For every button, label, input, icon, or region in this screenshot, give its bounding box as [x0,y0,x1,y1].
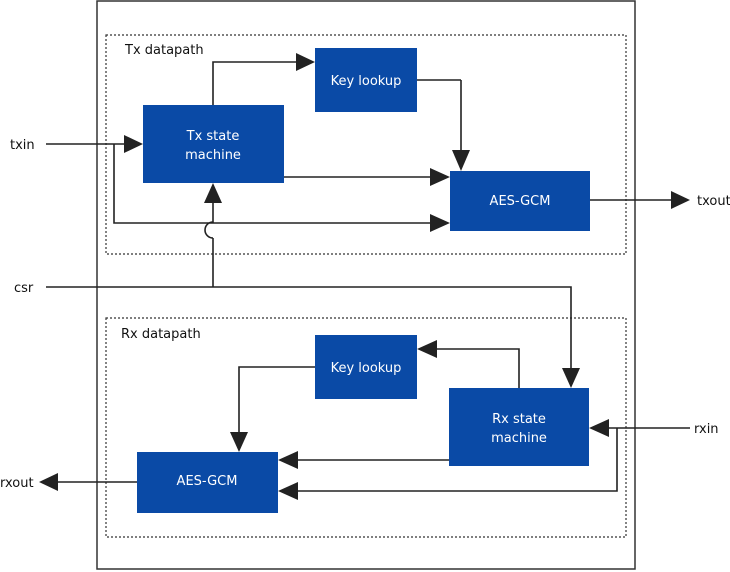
arrow-rx-sm-to-key [417,340,437,358]
arrow-rxin-bypass [278,482,298,500]
rx-state-machine-block: Rx state machine [449,388,589,466]
rx-datapath-title: Rx datapath [121,327,201,342]
wire-csr-hop [204,203,214,239]
arrow-tx-key-to-aes [452,150,470,171]
arrow-rx-sm-to-aes [278,451,298,469]
svg-text:AES-GCM: AES-GCM [490,194,551,209]
arrow-txin-bypass [430,214,450,232]
wire-tx-sm-to-key [212,61,296,105]
wire-rxin-bypass [298,428,618,492]
arrow-rxin [589,419,609,437]
wire-rx-key-to-aes [238,366,315,432]
port-txout-label: txout [697,194,730,209]
wire-txin-bypass [113,144,430,224]
port-rxin-label: rxin [694,422,719,437]
svg-text:Key lookup: Key lookup [331,74,402,89]
port-csr-label: csr [14,281,34,296]
svg-text:Tx state: Tx state [186,129,240,144]
rx-aes-gcm-block: AES-GCM [137,452,278,513]
tx-state-machine-block: Tx state machine [143,105,284,183]
arrow-rx-key-to-aes [230,432,248,452]
tx-key-lookup-block: Key lookup [315,48,417,112]
svg-text:Rx state: Rx state [492,412,546,427]
svg-text:Key lookup: Key lookup [331,361,402,376]
port-txin-label: txin [10,138,35,153]
arrow-txin [124,135,143,153]
tx-aes-gcm-block: AES-GCM [450,171,590,231]
port-rxout-label: rxout [0,476,34,491]
svg-text:machine: machine [185,148,241,163]
rx-key-lookup-block: Key lookup [315,335,417,399]
arrow-csr-to-rx [562,368,580,388]
wire-csr [46,286,572,368]
arrow-tx-sm-to-key [296,53,315,71]
outer-boundary [96,0,636,570]
wire-rx-sm-to-key [437,348,520,388]
tx-datapath-title: Tx datapath [124,43,204,58]
svg-text:machine: machine [491,431,547,446]
arrow-rxout [39,473,58,491]
arrow-txout [671,191,690,209]
arrow-tx-sm-to-aes [430,168,450,186]
svg-text:AES-GCM: AES-GCM [177,474,238,489]
arrow-csr-to-tx [204,183,222,203]
